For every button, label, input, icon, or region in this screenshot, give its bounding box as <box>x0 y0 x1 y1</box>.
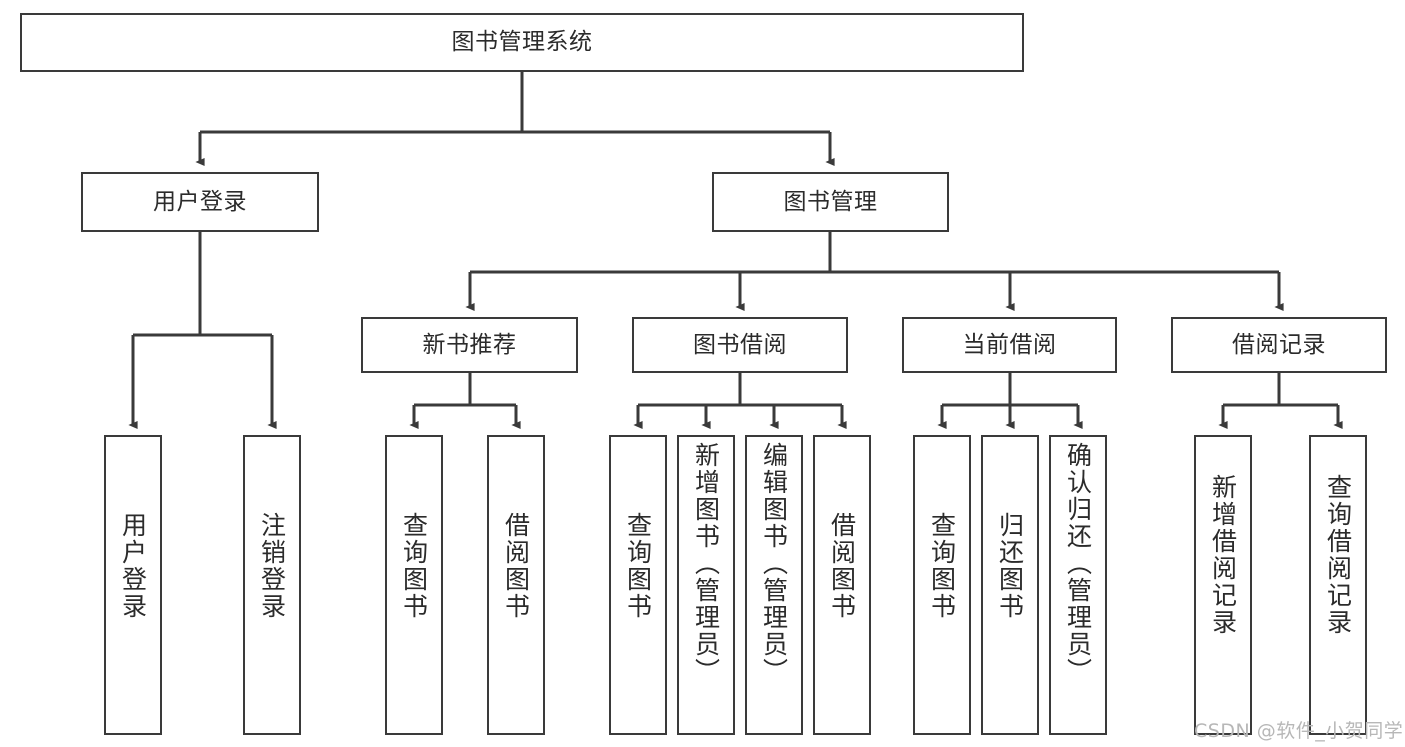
node-current-borrow-label: 当前借阅 <box>962 331 1057 358</box>
node-new-book-recommend-label: 新书推荐 <box>422 331 517 358</box>
node-new-book-recommend[interactable]: 新书推荐 <box>361 317 578 373</box>
leaf-nb-query-book[interactable]: 查询图书 <box>385 435 443 735</box>
node-current-borrow[interactable]: 当前借阅 <box>902 317 1117 373</box>
leaf-logout-label: 注销登录 <box>257 512 287 620</box>
node-user-login[interactable]: 用户登录 <box>81 172 319 232</box>
node-book-management-label: 图书管理 <box>783 188 878 215</box>
leaf-bb-query-book[interactable]: 查询图书 <box>609 435 667 735</box>
leaf-cb-query-book[interactable]: 查询图书 <box>913 435 971 735</box>
leaf-cb-confirm-return-label: 确认归还（管理员） <box>1063 442 1093 685</box>
leaf-bb-edit-book[interactable]: 编辑图书（管理员） <box>745 435 803 735</box>
node-borrow-record-label: 借阅记录 <box>1232 331 1326 358</box>
leaf-nb-query-book-label: 查询图书 <box>399 512 429 620</box>
leaf-bb-edit-book-label: 编辑图书（管理员） <box>759 442 789 685</box>
leaf-nb-borrow-book[interactable]: 借阅图书 <box>487 435 545 735</box>
leaf-br-query-record[interactable]: 查询借阅记录 <box>1309 435 1367 735</box>
leaf-cb-return-book[interactable]: 归还图书 <box>981 435 1039 735</box>
node-user-login-label: 用户登录 <box>153 188 247 215</box>
node-borrow-record[interactable]: 借阅记录 <box>1171 317 1387 373</box>
leaf-bb-add-book[interactable]: 新增图书（管理员） <box>677 435 735 735</box>
leaf-br-query-record-label: 查询借阅记录 <box>1323 474 1353 636</box>
leaf-user-login[interactable]: 用户登录 <box>104 435 162 735</box>
leaf-cb-return-book-label: 归还图书 <box>995 512 1025 620</box>
node-book-borrow[interactable]: 图书借阅 <box>632 317 848 373</box>
leaf-bb-borrow-book[interactable]: 借阅图书 <box>813 435 871 735</box>
node-book-management[interactable]: 图书管理 <box>712 172 949 232</box>
leaf-bb-borrow-book-label: 借阅图书 <box>827 512 857 620</box>
leaf-bb-add-book-label: 新增图书（管理员） <box>691 442 721 685</box>
leaf-br-add-record-label: 新增借阅记录 <box>1208 474 1238 636</box>
node-book-borrow-label: 图书借阅 <box>693 331 787 358</box>
node-root-label: 图书管理系统 <box>451 29 593 55</box>
leaf-user-login-label: 用户登录 <box>118 512 148 620</box>
leaf-br-add-record[interactable]: 新增借阅记录 <box>1194 435 1252 735</box>
leaf-nb-borrow-book-label: 借阅图书 <box>501 512 531 620</box>
leaf-cb-query-book-label: 查询图书 <box>927 512 957 620</box>
leaf-bb-query-book-label: 查询图书 <box>623 512 653 620</box>
leaf-cb-confirm-return[interactable]: 确认归还（管理员） <box>1049 435 1107 735</box>
leaf-logout[interactable]: 注销登录 <box>243 435 301 735</box>
node-root[interactable]: 图书管理系统 <box>20 13 1024 72</box>
